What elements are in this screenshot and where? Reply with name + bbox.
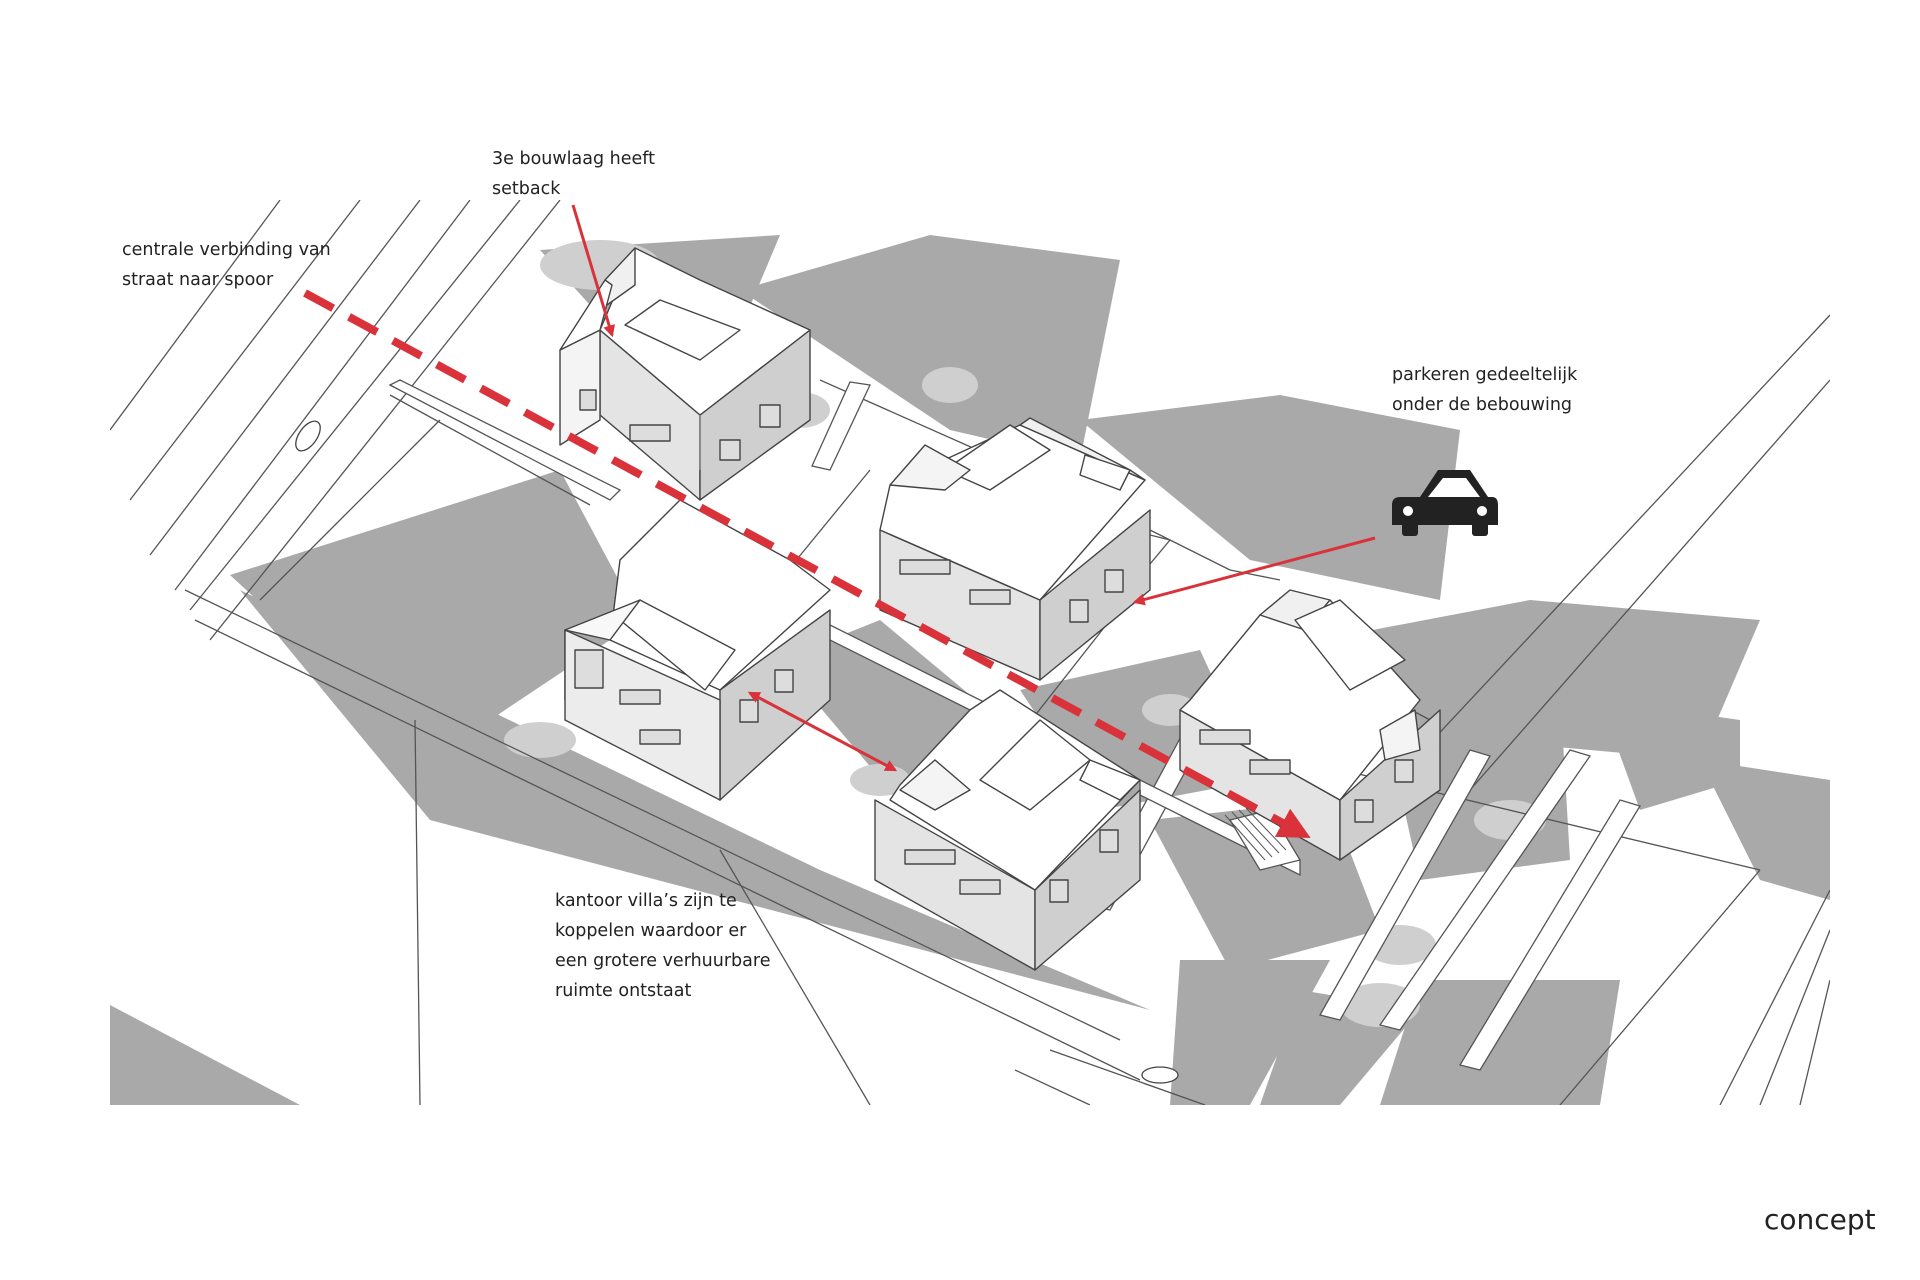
page-caption: concept <box>1764 1203 1876 1236</box>
annotation-central-connection: centrale verbinding van straat naar spoo… <box>122 240 331 290</box>
site-plan <box>110 200 1830 1105</box>
setback-arrow <box>571 204 615 338</box>
annotation-setback: 3e bouwlaag heeft setback <box>492 149 656 199</box>
central-connection-route <box>303 289 1311 839</box>
office-villa-1 <box>559 247 811 501</box>
coupling-arrow <box>747 691 898 772</box>
central-walkway <box>388 379 1302 877</box>
parking-arrow <box>1132 536 1376 606</box>
street-lines <box>110 200 1830 1105</box>
office-villa-4 <box>874 689 1141 971</box>
office-villa-2 <box>879 417 1151 681</box>
office-villa-3 <box>564 499 831 801</box>
annotation-arrows <box>571 204 1376 772</box>
staircase <box>1224 807 1287 861</box>
annotation-parking: parkeren gedeeltelijk onder de bebouwing <box>1392 365 1578 415</box>
annotation-office-villas: kantoor villa’s zijn te koppelen waardoo… <box>555 891 771 1001</box>
car-icon <box>1392 470 1498 536</box>
street-cars <box>295 420 1179 1084</box>
